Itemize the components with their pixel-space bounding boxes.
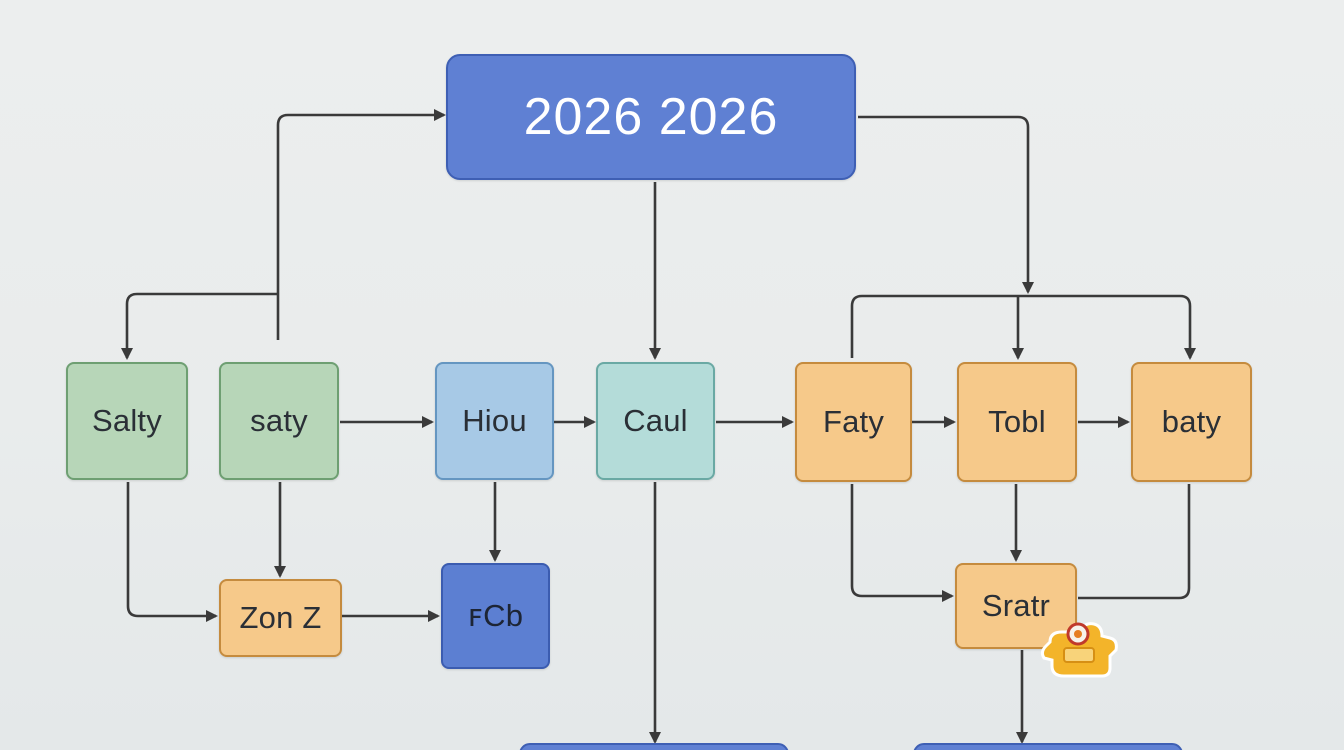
node-baty-label: baty — [1161, 404, 1222, 439]
node-fcb-label: ꜰCb — [467, 598, 524, 633]
arrow-to-salty — [121, 292, 278, 360]
bottom-box-left — [519, 743, 789, 750]
node-baty: baty — [1131, 362, 1252, 482]
node-zonz-label: Zon Z — [239, 600, 322, 635]
arrow-salty-to-zonz — [126, 482, 218, 622]
arrow-saty-to-title — [276, 109, 446, 340]
node-saty-label: saty — [250, 403, 308, 438]
node-faty: Faty — [795, 362, 912, 482]
arrow-baty-to-sratr — [1078, 484, 1191, 600]
node-tobl-label: Tobl — [988, 404, 1046, 439]
arrow-title-to-right-group — [858, 115, 1034, 294]
node-sratr-label: Sratr — [981, 588, 1051, 623]
bottom-box-right — [913, 743, 1183, 750]
node-caul: Caul — [596, 362, 715, 480]
node-saty: saty — [219, 362, 339, 480]
node-tobl: Tobl — [957, 362, 1077, 482]
node-fcb: ꜰCb — [441, 563, 550, 669]
robot-sticker-icon — [1040, 622, 1118, 678]
node-hiou-label: Hiou — [462, 403, 527, 438]
title-node: 2026 2026 — [446, 54, 856, 180]
title-label: 2026 2026 — [523, 88, 779, 146]
node-salty: Salty — [66, 362, 188, 480]
node-faty-label: Faty — [822, 404, 885, 439]
node-hiou: Hiou — [435, 362, 554, 480]
arrow-faty-to-sratr — [850, 484, 954, 602]
arrow-branch-right-group — [850, 294, 1196, 360]
node-zonz: Zon Z — [219, 579, 342, 657]
node-salty-label: Salty — [92, 403, 162, 438]
node-caul-label: Caul — [623, 403, 688, 438]
